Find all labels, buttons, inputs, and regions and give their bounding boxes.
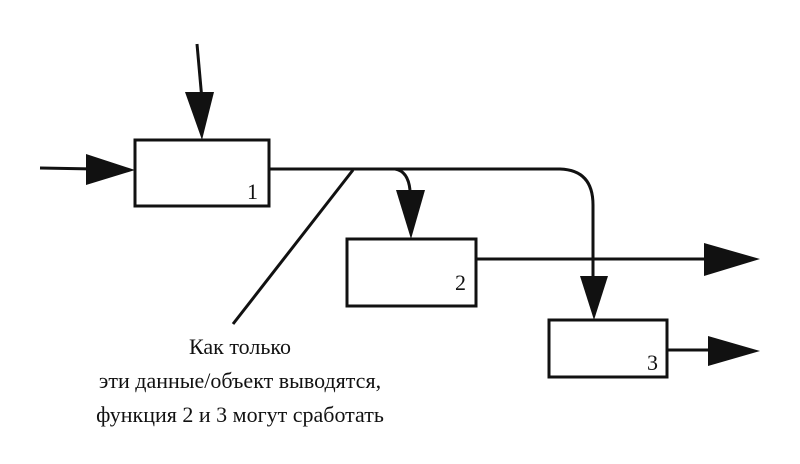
arrow-to-box-3 [580, 276, 608, 320]
annotation-line-1: Как только [189, 334, 291, 359]
function-box-3: 3 [547, 318, 669, 379]
annotation-line-3: функция 2 и 3 могут сработать [96, 402, 384, 427]
annotation-line-2: эти данные/объект выводятся, [98, 368, 382, 393]
split-output-connector [269, 167, 595, 278]
box-3-label: 3 [647, 350, 658, 375]
box-2-output-arrow [476, 243, 760, 276]
arrow-to-box-2 [396, 190, 425, 239]
top-input-arrow [185, 43, 214, 140]
box-1-label: 1 [247, 179, 258, 204]
box-2-label: 2 [455, 270, 466, 295]
annotation-text: Как только эти данные/объект выводятся, … [20, 330, 460, 432]
function-box-2: 2 [345, 237, 478, 308]
left-input-arrow [39, 154, 135, 185]
function-box-1: 1 [133, 138, 271, 208]
box-3-output-arrow [667, 336, 760, 366]
annotation-leader-line [231, 169, 355, 325]
